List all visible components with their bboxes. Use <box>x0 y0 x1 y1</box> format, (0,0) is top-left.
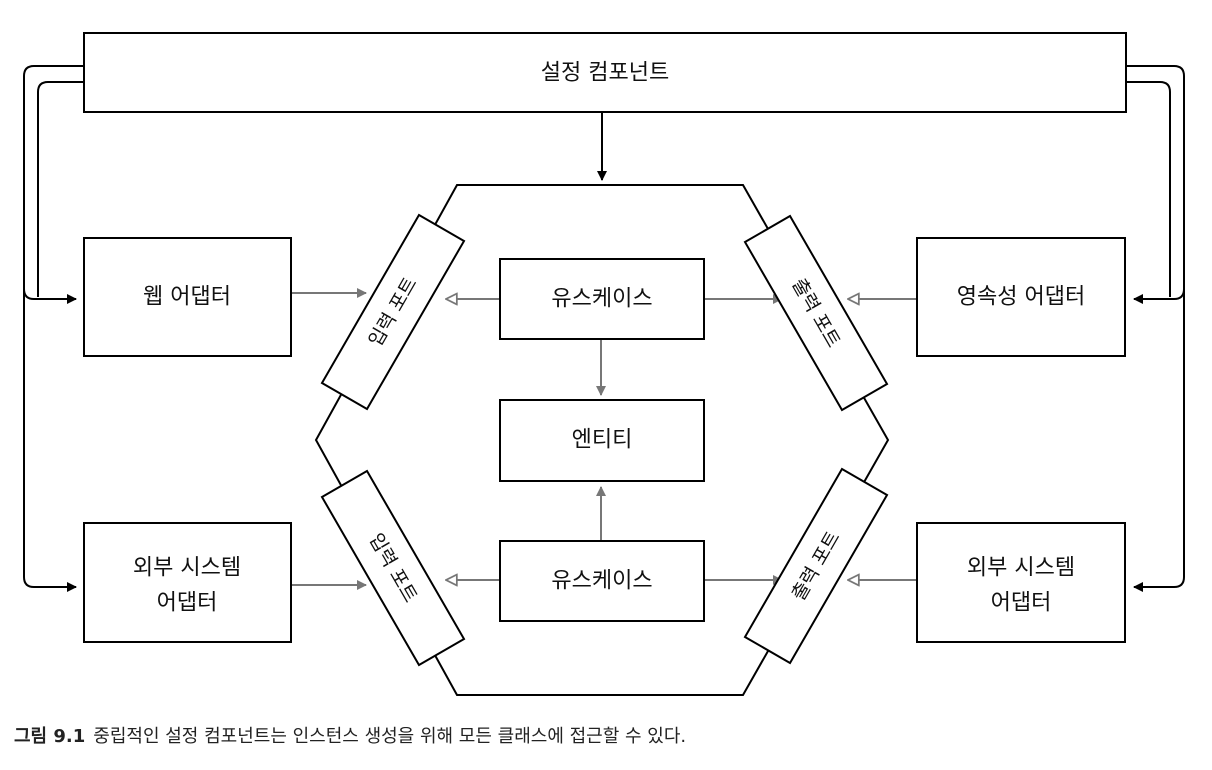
input-port-top: 입력 포트 <box>320 213 466 411</box>
config-to-web-adapter-arrow <box>23 65 84 304</box>
entity: 엔티티 <box>499 399 705 482</box>
caption-text: 중립적인 설정 컴포넌트는 인스턴스 생성을 위해 모든 클래스에 접근할 수 … <box>93 726 687 747</box>
usecase-top-label: 유스케이스 <box>551 287 652 312</box>
config-component: 설정 컴포넌트 <box>83 32 1127 113</box>
figure-caption: 그림 9.1 중립적인 설정 컴포넌트는 인스턴스 생성을 위해 모든 클래스에 … <box>14 722 686 748</box>
config-to-persistence-adapter-arrow-inner <box>1126 81 1171 297</box>
ext-adapter-left-line1: 외부 시스템 <box>133 556 241 581</box>
output-port-top: 출력 포트 <box>743 214 889 412</box>
web-adapter-label: 웹 어댑터 <box>143 285 231 310</box>
output-port-bottom: 출력 포트 <box>743 467 889 665</box>
external-system-adapter-right: 외부 시스템 어댑터 <box>916 522 1126 643</box>
ext-adapter-right-line2: 어댑터 <box>991 591 1052 616</box>
input-port-bottom: 입력 포트 <box>320 469 466 667</box>
config-to-persistence-adapter-arrow <box>1126 65 1185 304</box>
external-system-adapter-left: 외부 시스템 어댑터 <box>83 522 292 643</box>
config-to-ext-adapter-right-arrow <box>1133 289 1185 592</box>
dependency-arrows <box>292 288 916 590</box>
persistence-adapter-label: 영속성 어댑터 <box>957 285 1085 310</box>
config-component-label: 설정 컴포넌트 <box>541 61 669 86</box>
web-adapter: 웹 어댑터 <box>83 237 292 357</box>
usecase-top: 유스케이스 <box>499 258 705 340</box>
persistence-adapter: 영속성 어댑터 <box>916 237 1126 357</box>
ext-adapter-left-line2: 어댑터 <box>157 591 218 616</box>
entity-label: 엔티티 <box>572 428 633 453</box>
usecase-bottom-label: 유스케이스 <box>551 569 652 594</box>
ext-adapter-right-line1: 외부 시스템 <box>967 556 1075 581</box>
config-arrows <box>23 65 1185 592</box>
usecase-bottom: 유스케이스 <box>499 540 705 622</box>
caption-figure-number: 그림 9.1 <box>14 726 86 747</box>
config-to-ext-adapter-left-arrow <box>23 289 77 592</box>
application-core-hexagon <box>314 184 890 696</box>
config-to-web-adapter-arrow-inner <box>37 81 84 297</box>
